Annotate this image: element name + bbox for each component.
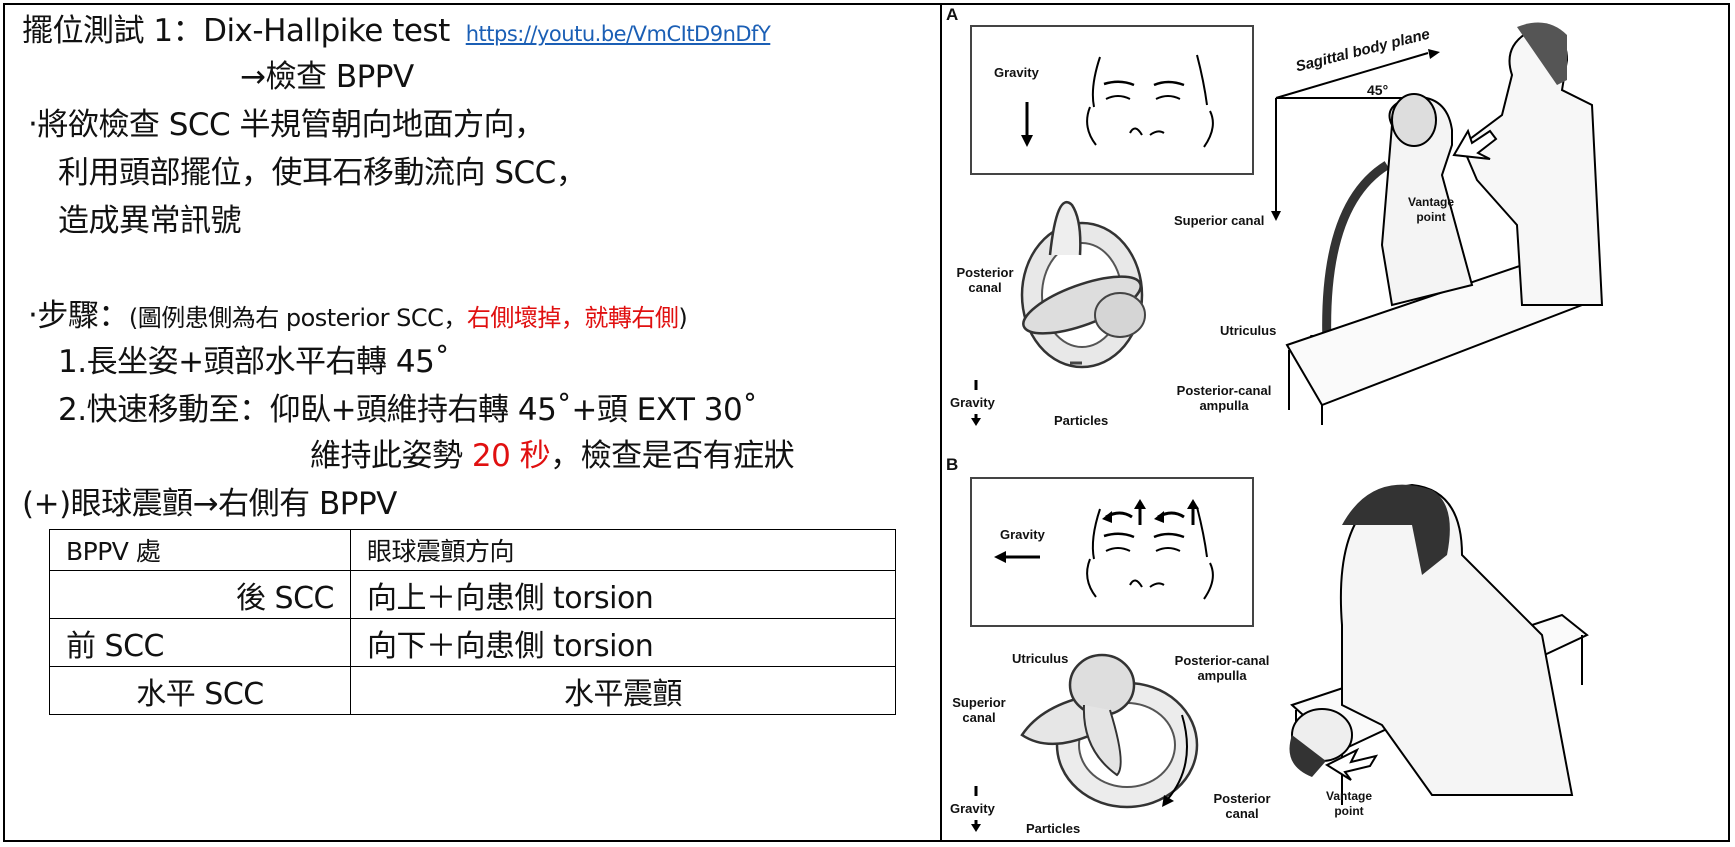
step-2-hold-text: 維持此姿勢 — [310, 438, 472, 474]
panel-a-posterior-canal-label: Posterior canal — [956, 265, 1014, 295]
panel-a-face-box: Gravity — [970, 25, 1254, 175]
text-column: 擺位測試 1：Dix-Hallpike test https://youtu.be… — [22, 12, 896, 715]
panel-a-ampulla-label: Posterior-canal ampulla — [1176, 383, 1272, 413]
face-down-icon — [1021, 54, 1214, 148]
table-cell: 後 SCC — [49, 570, 351, 619]
video-link[interactable]: https://youtu.be/VmCItD9nDfY — [465, 22, 771, 46]
panel-b-posterior-canal-label: Posterior canal — [1213, 791, 1271, 821]
bullet1-line2: 利用頭部擺位，使耳石移動流向 SCC， — [58, 155, 587, 191]
panel-b-utriculus-label: Utriculus — [1012, 651, 1069, 666]
column-divider — [940, 3, 942, 842]
table-header-direction: 眼球震顫方向 — [350, 529, 896, 571]
labyrinth-b-icon — [1020, 653, 1199, 809]
bullet1-line1: ‧將欲檢查 SCC 半規管朝向地面方向， — [28, 107, 545, 143]
panel-b-face-box: Gravity — [970, 477, 1254, 627]
patient-sitting-illustration — [1271, 22, 1604, 425]
title-line: 擺位測試 1：Dix-Hallpike test https://youtu.be… — [22, 12, 771, 53]
subtitle: →檢查 BPPV — [240, 59, 414, 95]
panel-b-label: B — [946, 455, 959, 474]
title: 擺位測試 1：Dix-Hallpike test — [22, 13, 450, 49]
figure-column: A Gravity Superior canal Posterior canal… — [942, 5, 1728, 841]
table-cell: 向下＋向患側 torsion — [350, 618, 896, 667]
table-row: 後 SCC 向上＋向患側 torsion — [49, 570, 896, 619]
steps-note-close: ) — [678, 304, 688, 332]
angle-label: 45° — [1367, 82, 1389, 98]
table-row: 水平 SCC 水平震顫 — [49, 666, 896, 715]
table-cell: 前 SCC — [49, 618, 351, 667]
step-1: 1.長坐姿+頭部水平右轉 45˚ — [58, 344, 450, 380]
panel-b-superior-canal-label: Superior canal — [952, 695, 1006, 725]
table-header-row: BPPV 處 眼球震顫方向 — [49, 529, 896, 571]
panel-a-utriculus-label: Utriculus — [1220, 323, 1277, 338]
panel-a-gravity-label: Gravity — [994, 65, 1039, 80]
result-line: (+)眼球震顫→右側有 BPPV — [22, 486, 397, 522]
table-row: 前 SCC 向下＋向患側 torsion — [49, 618, 896, 667]
steps-label: ‧步驟： — [28, 298, 129, 334]
steps-note: (圖例患側為右 posterior SCC，右側壞掉，就轉右側) — [128, 304, 688, 332]
panel-b-gravity2-label: Gravity — [950, 801, 995, 816]
panel-a-label: A — [946, 5, 959, 24]
steps-heading: ‧步驟：(圖例患側為右 posterior SCC，右側壞掉，就轉右側) — [28, 297, 688, 337]
panel-a-superior-canal-label: Superior canal — [1174, 213, 1265, 228]
patient-supine-illustration — [1289, 483, 1589, 805]
face-torsion-icon — [994, 499, 1214, 600]
gravity-arrow-icon — [971, 380, 981, 426]
gravity-arrow-b-icon — [971, 786, 981, 832]
bppv-table: BPPV 處 眼球震顫方向 後 SCC 向上＋向患側 torsion 前 SCC… — [49, 529, 896, 715]
bullet1-line3: 造成異常訊號 — [58, 203, 242, 239]
step-2-check-text: ，檢查是否有症狀 — [550, 438, 795, 474]
labyrinth-a-icon — [1020, 201, 1146, 369]
table-cell: 水平震顫 — [350, 666, 896, 715]
panel-b-vantage-label: Vantage point — [1325, 789, 1373, 818]
step-2-duration: 20 秒 — [471, 438, 551, 474]
steps-note-red: 右側壞掉，就轉右側 — [466, 304, 679, 332]
table-cell: 水平 SCC — [49, 666, 351, 715]
panel-a-particles-label: Particles — [1054, 413, 1109, 428]
panel-a-vantage-label: Vantage point — [1407, 195, 1455, 224]
step-2: 2.快速移動至：仰臥+頭維持右轉 45˚+頭 EXT 30˚ — [58, 392, 758, 428]
table-header-location: BPPV 處 — [49, 529, 351, 571]
slide-frame — [3, 3, 1730, 842]
panel-b-ampulla-label: Posterior-canal ampulla — [1174, 653, 1270, 683]
panel-a-gravity2-label: Gravity — [950, 395, 995, 410]
step-2-continued: 維持此姿勢 20 秒，檢查是否有症狀 — [310, 437, 795, 475]
steps-note-text: (圖例患側為右 posterior SCC， — [128, 304, 468, 332]
panel-b-gravity-label: Gravity — [1000, 527, 1045, 542]
panel-b-particles-label: Particles — [1026, 821, 1081, 836]
table-cell: 向上＋向患側 torsion — [350, 570, 896, 619]
